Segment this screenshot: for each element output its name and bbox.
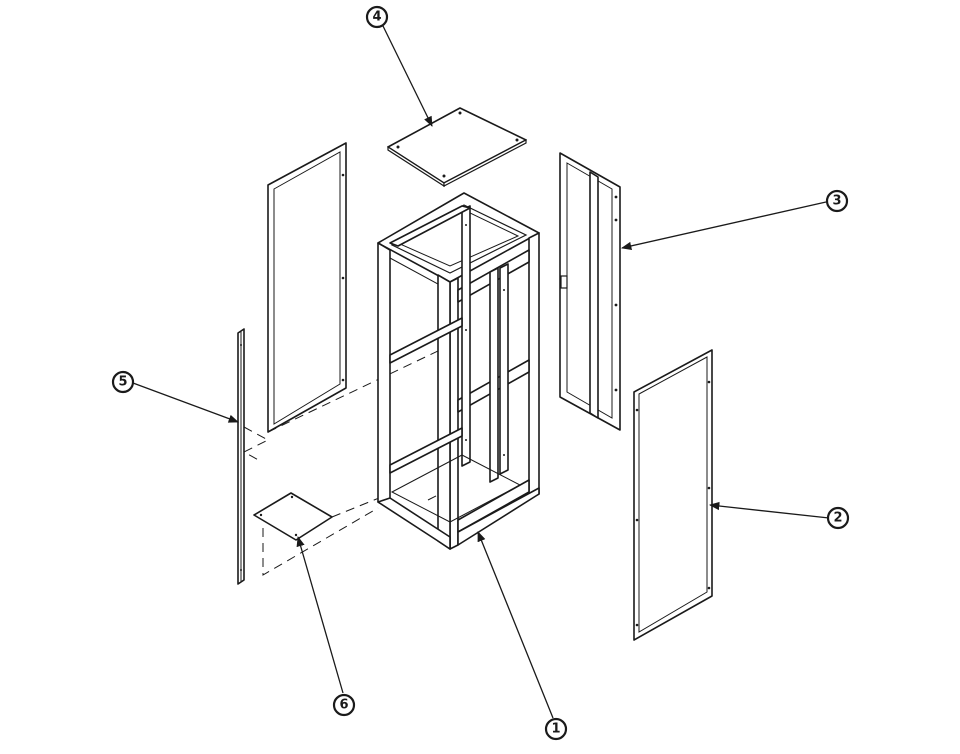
callout-5: 5 [111,370,135,394]
frame [377,192,540,550]
callout-label: 4 [372,10,381,25]
callout-3: 3 [825,189,849,213]
top-cover [387,107,527,188]
callout-label: 5 [118,375,127,390]
mounting-rail [237,328,245,585]
callout-2: 2 [826,506,850,530]
leader-lines [132,25,830,719]
side-panel-left [267,142,347,433]
rear-door [559,152,621,431]
side-panel-right [633,349,713,641]
callout-6: 6 [332,693,356,717]
bottom-plate [253,492,333,541]
callout-1: 1 [544,717,568,741]
callout-label: 1 [551,722,560,737]
callout-label: 3 [832,194,841,209]
callout-label: 6 [339,698,348,713]
callout-label: 2 [833,511,842,526]
callout-4: 4 [365,5,389,29]
